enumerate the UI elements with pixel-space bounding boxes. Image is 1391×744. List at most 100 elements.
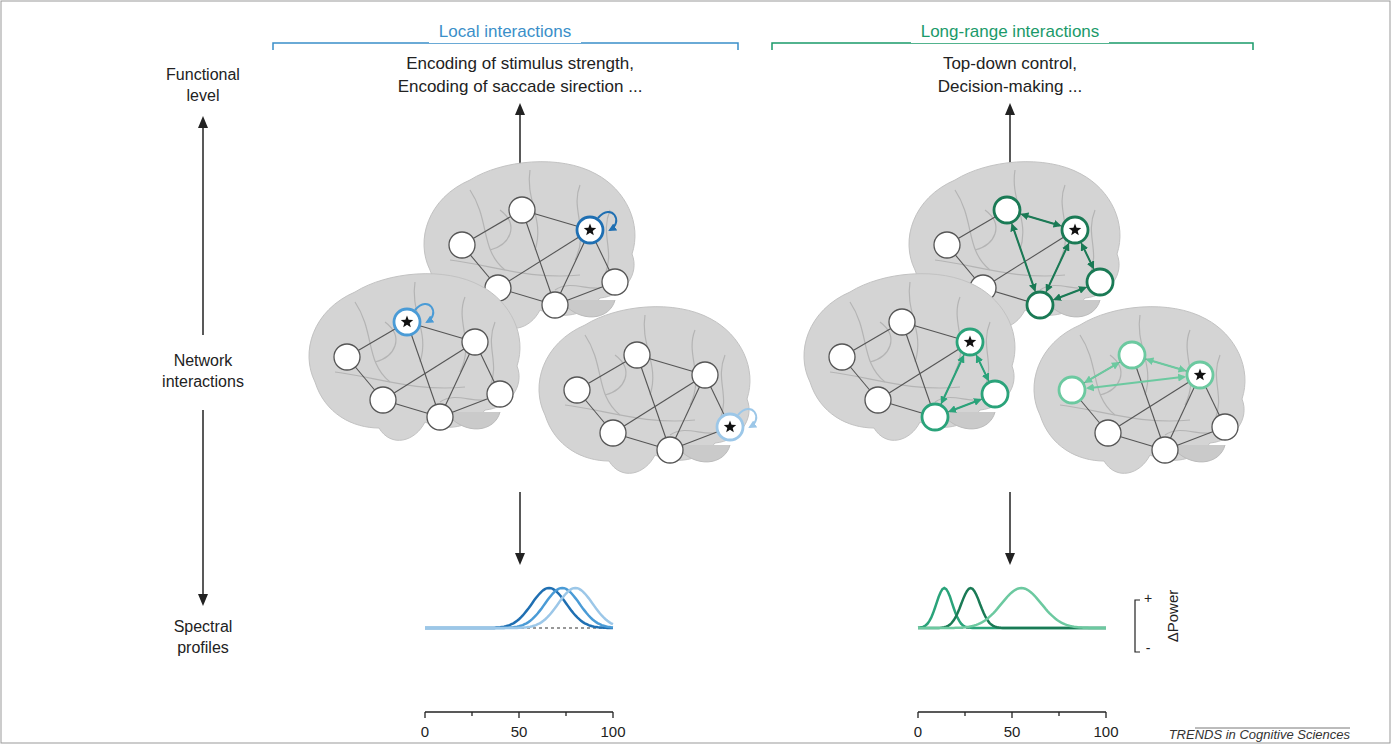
source-credit: TRENDS in Cognitive Sciences xyxy=(1169,727,1350,742)
long-range-arrow xyxy=(1082,244,1093,267)
function-text: Encoding of stimulus strength, Encoding … xyxy=(370,52,670,98)
brain-sulcus xyxy=(565,405,695,421)
column-heading: Long-range interactions xyxy=(911,20,1110,43)
network-node-circle xyxy=(922,404,948,430)
network-link xyxy=(498,230,590,288)
network-node-circle xyxy=(1087,269,1113,295)
arrow-head xyxy=(198,116,208,128)
seed-star xyxy=(1069,224,1081,236)
long-range-arrow xyxy=(950,400,980,412)
network-node-circle xyxy=(462,329,488,355)
network-node-circle xyxy=(542,292,568,318)
network-node-circle xyxy=(334,344,360,370)
brain-outline xyxy=(804,274,1015,441)
brain-sulcus xyxy=(450,260,580,276)
network-node-circle xyxy=(829,344,855,370)
network-node-circle xyxy=(427,404,453,430)
axis-tick-label: 0 xyxy=(421,720,429,743)
axis-arrow xyxy=(202,126,204,335)
network-node-circle xyxy=(624,342,650,368)
brain-sulcus xyxy=(870,322,891,362)
long-range-arrow xyxy=(1147,360,1184,371)
brain-sulcus xyxy=(335,372,465,388)
level-label: Network interactions xyxy=(153,350,253,392)
long-range-arrow xyxy=(1055,288,1085,300)
brain-networks xyxy=(309,162,1245,474)
brain-network xyxy=(539,307,756,474)
seed-star xyxy=(724,421,736,433)
network-node-circle xyxy=(865,387,891,413)
spectral-curves xyxy=(425,588,1106,628)
long-range-arrow xyxy=(1047,244,1068,290)
network-node-circle xyxy=(370,387,396,413)
network-node-circle xyxy=(957,329,983,355)
network-link xyxy=(407,322,440,417)
level-label: Functional level xyxy=(158,64,248,106)
network-node-circle xyxy=(509,197,535,223)
network-node-circle xyxy=(657,437,683,463)
brain-outline xyxy=(539,307,750,474)
network-link xyxy=(613,375,705,433)
network-node-circle xyxy=(1187,362,1213,388)
network-link xyxy=(383,342,475,400)
network-node-circle xyxy=(394,309,420,335)
brain-sulcus xyxy=(490,210,511,250)
local-bracket xyxy=(273,43,738,50)
network-node-circle xyxy=(487,381,513,407)
scale-sign: - xyxy=(1146,640,1151,656)
down-arrow xyxy=(1009,492,1011,556)
network-link xyxy=(902,322,935,417)
network-link xyxy=(637,355,670,450)
network-node-circle xyxy=(1027,292,1053,318)
spectral-axis xyxy=(918,712,1106,718)
arrow-head xyxy=(515,553,525,565)
axis-tick-label: 50 xyxy=(511,720,528,743)
arrow-head xyxy=(198,594,208,606)
axis-tick-label: 100 xyxy=(600,720,625,743)
gamma-power-curve xyxy=(425,588,613,628)
spectral-power-curve xyxy=(918,588,1106,628)
network-node-circle xyxy=(449,232,475,258)
network-node-circle xyxy=(1152,437,1178,463)
spectral-power-curve xyxy=(918,588,1106,628)
network-node-circle xyxy=(1095,420,1121,446)
long-range-arrow xyxy=(1086,363,1118,382)
column-heading: Local interactions xyxy=(429,20,581,43)
arrow-head xyxy=(515,103,525,115)
network-node-circle xyxy=(1062,217,1088,243)
axis-tick-label: 100 xyxy=(1093,720,1118,743)
network-node-circle xyxy=(577,217,603,243)
arrow-head xyxy=(1005,103,1015,115)
brain-sulcus xyxy=(375,322,396,362)
network-node-circle xyxy=(717,414,743,440)
spectral-power-curve xyxy=(918,588,1106,628)
brain-network xyxy=(309,274,520,441)
axis-tick-label: 50 xyxy=(1004,720,1021,743)
network-node-circle xyxy=(994,197,1020,223)
scale-sign: + xyxy=(1144,590,1152,606)
local-loop-arrow xyxy=(415,304,433,322)
axis-tick-label: 0 xyxy=(914,720,922,743)
long-range-arrow xyxy=(942,356,963,402)
brain-sulcus xyxy=(1060,405,1190,421)
long-range-bracket xyxy=(772,43,1253,50)
brain-network xyxy=(1034,307,1245,474)
power-scale-bracket xyxy=(1135,600,1140,652)
spectral-axis xyxy=(425,712,613,718)
brain-outline xyxy=(1034,307,1245,474)
local-loop-arrow xyxy=(598,212,616,230)
brain-sulcus xyxy=(605,355,626,395)
brain-sulcus xyxy=(975,210,996,250)
long-range-arrow xyxy=(1088,377,1184,388)
function-text: Top-down control, Decision-making ... xyxy=(920,52,1100,98)
long-range-arrow xyxy=(977,356,988,379)
axis-arrow xyxy=(202,410,204,596)
brain-outline xyxy=(309,274,520,441)
seed-star xyxy=(1194,369,1206,381)
network-link xyxy=(522,210,555,305)
network-link xyxy=(1007,210,1040,305)
network-node-circle xyxy=(564,377,590,403)
arrow-head xyxy=(1005,553,1015,565)
brain-sulcus xyxy=(830,372,960,388)
brain-sulcus xyxy=(935,260,1065,276)
